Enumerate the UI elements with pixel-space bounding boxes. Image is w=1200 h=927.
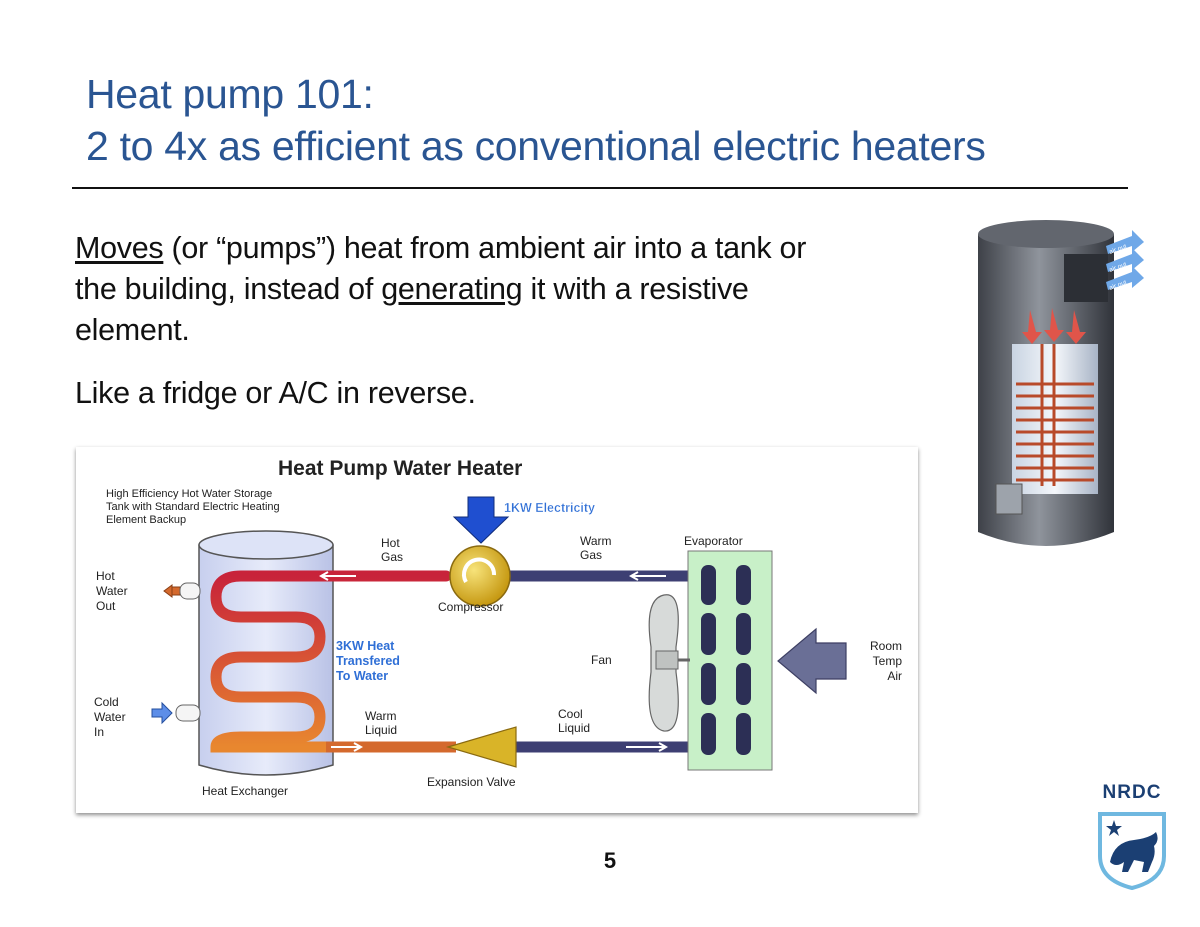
cold-water-in-label-3: In xyxy=(94,725,104,739)
room-temp-air-label-1: Room xyxy=(870,639,902,653)
heat-transferred-label-3: To Water xyxy=(336,669,388,683)
air-in-arrows xyxy=(1022,308,1086,344)
hot-gas-label-2: Gas xyxy=(381,550,403,564)
moves-text-b: it with a resistive element. xyxy=(75,272,749,347)
body-text: Moves (or “pumps”) heat from ambient air… xyxy=(75,228,835,414)
air-out-arrows xyxy=(1106,230,1144,290)
paragraph-moves-heat: Moves (or “pumps”) heat from ambient air… xyxy=(75,228,835,351)
cold-water-arrow-icon xyxy=(151,701,173,725)
logo-text: NRDC xyxy=(1102,782,1162,803)
compressor-arrow-icon xyxy=(462,557,497,583)
cold-water-pipe xyxy=(175,704,201,722)
water-tank-top xyxy=(198,530,334,560)
room-air-arrow-icon xyxy=(777,627,847,695)
storage-label-2: Tank with Standard Electric Heating xyxy=(106,501,280,513)
paragraph-fridge: Like a fridge or A/C in reverse. xyxy=(75,376,476,410)
compressor-label: Compressor xyxy=(438,600,503,614)
title-line-2: 2 to 4x as efficient as conventional ele… xyxy=(86,123,986,169)
hot-water-pipe xyxy=(179,582,201,600)
heater-control-box xyxy=(995,483,1023,515)
flow-arrow-cool-liquid xyxy=(626,742,669,752)
cool-liquid-label-1: Cool xyxy=(558,707,583,721)
heat-pump-water-heater-image: air out air out air out xyxy=(966,214,1148,560)
hot-water-out-label-3: Out xyxy=(96,599,116,613)
title-divider xyxy=(72,187,1128,189)
electricity-arrow-icon xyxy=(452,496,510,544)
generating-word: generating xyxy=(381,272,523,306)
hot-gas-label-1: Hot xyxy=(381,536,400,550)
heat-exchanger-coil xyxy=(210,570,452,753)
hot-water-out-label-2: Water xyxy=(96,584,128,598)
storage-label-1: High Efficiency Hot Water Storage xyxy=(106,488,272,500)
flow-arrow-warm-liquid xyxy=(331,742,364,752)
flow-arrow-warm-gas xyxy=(628,571,666,581)
room-temp-air-label-2: Temp xyxy=(873,654,903,668)
title-line-1: Heat pump 101: xyxy=(86,71,374,117)
hot-water-arrow-icon xyxy=(163,584,181,598)
cold-water-in-label-2: Water xyxy=(94,710,126,724)
heater-vent xyxy=(1064,254,1108,302)
logo-shield-icon xyxy=(1098,812,1166,890)
cool-liquid-label-2: Liquid xyxy=(558,721,590,735)
room-temp-air-label-3: Air xyxy=(887,669,902,683)
compressor xyxy=(449,545,511,607)
diagram-title: Heat Pump Water Heater xyxy=(278,457,522,480)
expansion-valve-label: Expansion Valve xyxy=(427,775,516,789)
evaporator-label: Evaporator xyxy=(684,534,743,548)
evaporator xyxy=(687,550,773,771)
warm-liquid-label-2: Liquid xyxy=(365,723,397,737)
storage-label-3: Element Backup xyxy=(106,514,186,526)
logo-bear-icon xyxy=(1110,832,1158,872)
electricity-label: 1KW Electricity xyxy=(504,501,595,515)
warm-gas-label-1: Warm xyxy=(580,534,612,548)
evaporator-coils xyxy=(701,565,751,755)
flow-arrow-hot-gas xyxy=(318,571,356,581)
heat-exchanger-label: Heat Exchanger xyxy=(202,784,288,798)
heat-pump-diagram: Heat Pump Water Heater High Efficiency H… xyxy=(76,447,918,813)
moves-word: Moves xyxy=(75,231,164,265)
heater-top xyxy=(978,220,1114,248)
hot-water-out-label-1: Hot xyxy=(96,569,115,583)
heat-transferred-label-2: Transfered xyxy=(336,654,400,668)
slide-title: Heat pump 101: 2 to 4x as efficient as c… xyxy=(86,68,1166,172)
cold-water-in-label-1: Cold xyxy=(94,695,119,709)
warm-liquid-label-1: Warm xyxy=(365,709,397,723)
logo-star-icon xyxy=(1106,820,1122,836)
heater-internal-coil xyxy=(1016,344,1094,486)
fan-label: Fan xyxy=(591,653,612,667)
nrdc-logo: NRDC xyxy=(1090,782,1180,892)
expansion-valve xyxy=(445,726,517,768)
page-number: 5 xyxy=(603,848,617,873)
warm-gas-label-2: Gas xyxy=(580,548,602,562)
fan-hub xyxy=(655,650,679,670)
heat-transferred-label-1: 3KW Heat xyxy=(336,639,395,653)
moves-text-a: (or “pumps”) heat from ambient air into … xyxy=(75,231,807,306)
